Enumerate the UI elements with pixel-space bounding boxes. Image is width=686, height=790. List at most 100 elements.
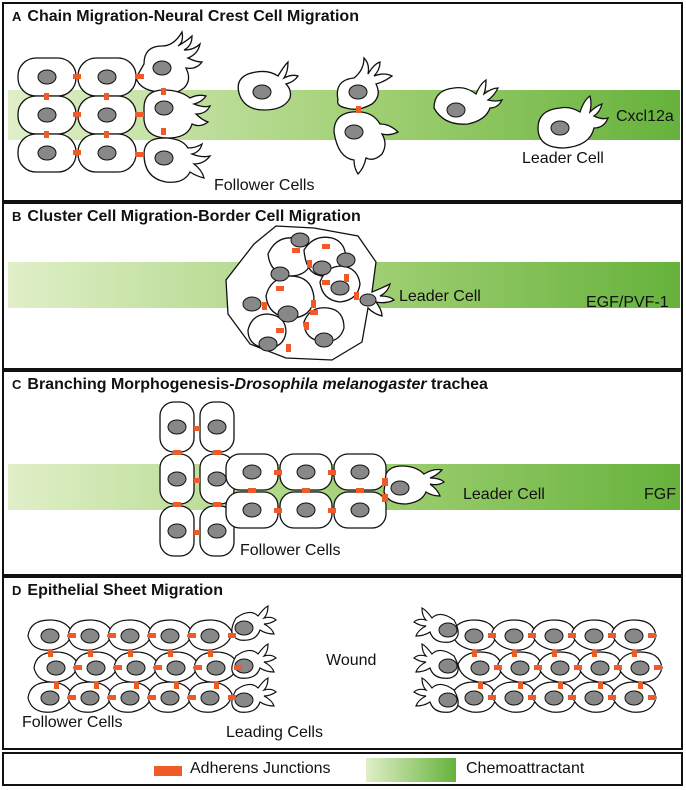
adherens-junction <box>518 682 523 689</box>
adherens-junction <box>48 650 53 657</box>
sheet-cell <box>147 681 193 713</box>
sheet-cell <box>617 651 663 683</box>
panel-c-title-prefix: Branching Morphogenesis- <box>27 376 235 393</box>
chemoattractant-label-b: EGF/PVF-1 <box>586 294 669 311</box>
sheet-cell <box>27 619 73 651</box>
legend: Adherens Junctions Chemoattractant <box>2 752 683 786</box>
adherens-junction <box>478 682 483 689</box>
adherens-junction <box>558 682 563 689</box>
sheet-cell <box>537 651 583 683</box>
adherens-junction <box>94 682 99 689</box>
sheet-cell <box>611 681 657 713</box>
adherens-junction <box>154 665 162 670</box>
adherens-junction <box>214 682 219 689</box>
nucleus <box>252 84 272 100</box>
wound-label: Wound <box>326 652 377 669</box>
adherens-junction <box>608 695 616 700</box>
adherens-junction <box>552 650 557 657</box>
adherens-junction <box>488 695 496 700</box>
adherens-junction <box>568 695 576 700</box>
panel-c-cells <box>159 401 446 557</box>
panel-b-title: B Cluster Cell Migration-Border Cell Migr… <box>12 208 361 226</box>
sheet-cell <box>531 681 577 713</box>
adherens-junction <box>632 650 637 657</box>
nucleus <box>97 107 117 123</box>
adherens-junction <box>598 682 603 689</box>
adherens-junction <box>234 665 242 670</box>
adherens-junction <box>74 665 82 670</box>
adherens-junction <box>174 682 179 689</box>
sheet-cell <box>531 619 577 651</box>
panel-b-title-text: Cluster Cell Migration-Border Cell Migra… <box>27 208 361 225</box>
adherens-junction <box>168 650 173 657</box>
follower-cells-label-c: Follower Cells <box>240 542 341 559</box>
nucleus <box>152 60 172 76</box>
sheet-cell <box>147 619 193 651</box>
sheet-cell <box>497 651 543 683</box>
nucleus <box>348 84 368 100</box>
chemoattractant-label-a: Cxcl12a <box>616 108 674 125</box>
panel-c-title-suffix: trachea <box>426 376 488 393</box>
follower-cells-label-d: Follower Cells <box>22 714 123 731</box>
adherens-junction <box>228 633 236 638</box>
adherens-junction <box>494 665 502 670</box>
nucleus <box>37 107 57 123</box>
adherens-junction <box>134 682 139 689</box>
panel-a-cells <box>17 30 610 183</box>
nucleus <box>550 120 570 136</box>
adherens-junctions-a <box>44 74 361 157</box>
adherens-junction <box>108 695 116 700</box>
adherens-junction <box>592 650 597 657</box>
panel-a-title-text: Chain Migration-Neural Crest Cell Migrat… <box>27 8 359 25</box>
sheet-cell <box>611 619 657 651</box>
adherens-junction <box>68 633 76 638</box>
adherens-junction <box>148 633 156 638</box>
adherens-junction <box>648 633 656 638</box>
leader-cell-label-a: Leader Cell <box>522 150 604 167</box>
legend-junctions: Adherens Junctions <box>190 760 331 777</box>
adherens-junction <box>534 665 542 670</box>
panel-b-cluster <box>225 225 396 361</box>
sheet-cell <box>113 651 159 683</box>
adherens-junction <box>128 650 133 657</box>
sheet-cell <box>491 619 537 651</box>
adherens-junction <box>614 665 622 670</box>
adherens-junction <box>488 633 496 638</box>
leading-cells-label-d: Leading Cells <box>226 724 323 741</box>
adherens-junction <box>472 650 477 657</box>
sheet-cell <box>187 619 233 651</box>
follower-cells-label-a: Follower Cells <box>214 177 315 194</box>
adherens-junction <box>608 633 616 638</box>
adherens-junction <box>654 665 662 670</box>
sheet-cell <box>153 651 199 683</box>
adherens-junction <box>568 633 576 638</box>
panel-d-sheets <box>27 605 663 713</box>
adherens-junctions-b <box>262 244 359 352</box>
adherens-junction <box>208 650 213 657</box>
panel-b-letter: B <box>12 209 22 224</box>
adherens-junction <box>54 682 59 689</box>
panel-c-title-italic: Drosophila melanogaster <box>234 376 427 393</box>
adherens-junction <box>108 633 116 638</box>
sheet-cell <box>27 681 73 713</box>
nucleus <box>446 102 466 118</box>
adherens-junctions-c <box>173 426 388 535</box>
adherens-junction <box>574 665 582 670</box>
nucleus <box>344 124 364 140</box>
nucleus <box>37 145 57 161</box>
panel-d-letter: D <box>12 583 22 598</box>
adherens-junction <box>528 633 536 638</box>
sheet-cell <box>451 619 497 651</box>
chemoattractant-swatch <box>366 758 456 782</box>
sheet-cell <box>491 681 537 713</box>
adherens-junction <box>188 633 196 638</box>
sheet-cell <box>73 651 119 683</box>
sheet-cell <box>571 619 617 651</box>
nucleus <box>154 100 174 116</box>
sheet-cell <box>571 681 617 713</box>
adherens-junction <box>88 650 93 657</box>
